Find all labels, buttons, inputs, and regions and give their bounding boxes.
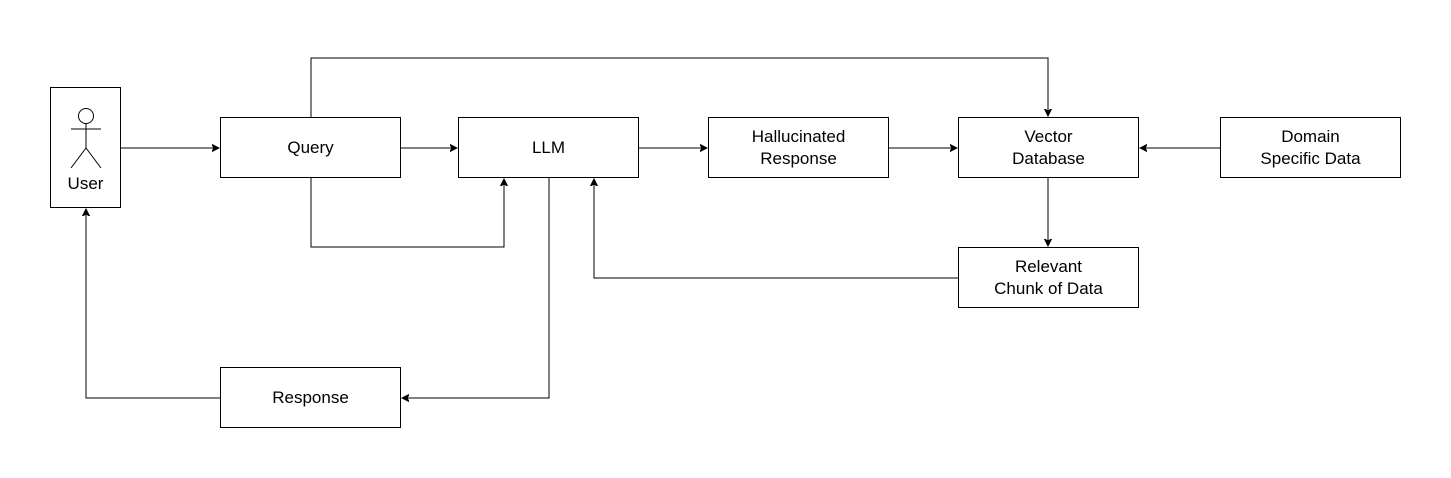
query-node: Query — [220, 117, 401, 178]
vector-database-label: Vector Database — [1012, 126, 1085, 168]
edge-llm-to-response — [402, 178, 550, 398]
edge-response-to-user — [86, 209, 220, 399]
user-actor-icon — [70, 108, 102, 169]
vector-database-node: Vector Database — [958, 117, 1139, 178]
llm-label: LLM — [531, 137, 566, 157]
response-node: Response — [220, 367, 401, 428]
edge-chunk-to-llm — [594, 179, 958, 279]
relevant-chunk-label: Relevant Chunk of Data — [994, 256, 1103, 298]
edge-query-to-vector-db — [310, 57, 1048, 118]
domain-specific-data-label: Domain Specific Data — [1260, 126, 1361, 168]
relevant-chunk-node: Relevant Chunk of Data — [958, 247, 1139, 308]
edge-query-to-llm-loop — [310, 178, 504, 248]
hallucinated-response-node: Hallucinated Response — [708, 117, 889, 178]
user-node: User — [50, 87, 121, 208]
domain-specific-data-node: Domain Specific Data — [1220, 117, 1401, 178]
llm-node: LLM — [458, 117, 639, 178]
response-label: Response — [272, 387, 349, 407]
query-label: Query — [287, 137, 334, 157]
hallucinated-response-label: Hallucinated Response — [751, 126, 846, 168]
user-label: User — [67, 174, 104, 193]
